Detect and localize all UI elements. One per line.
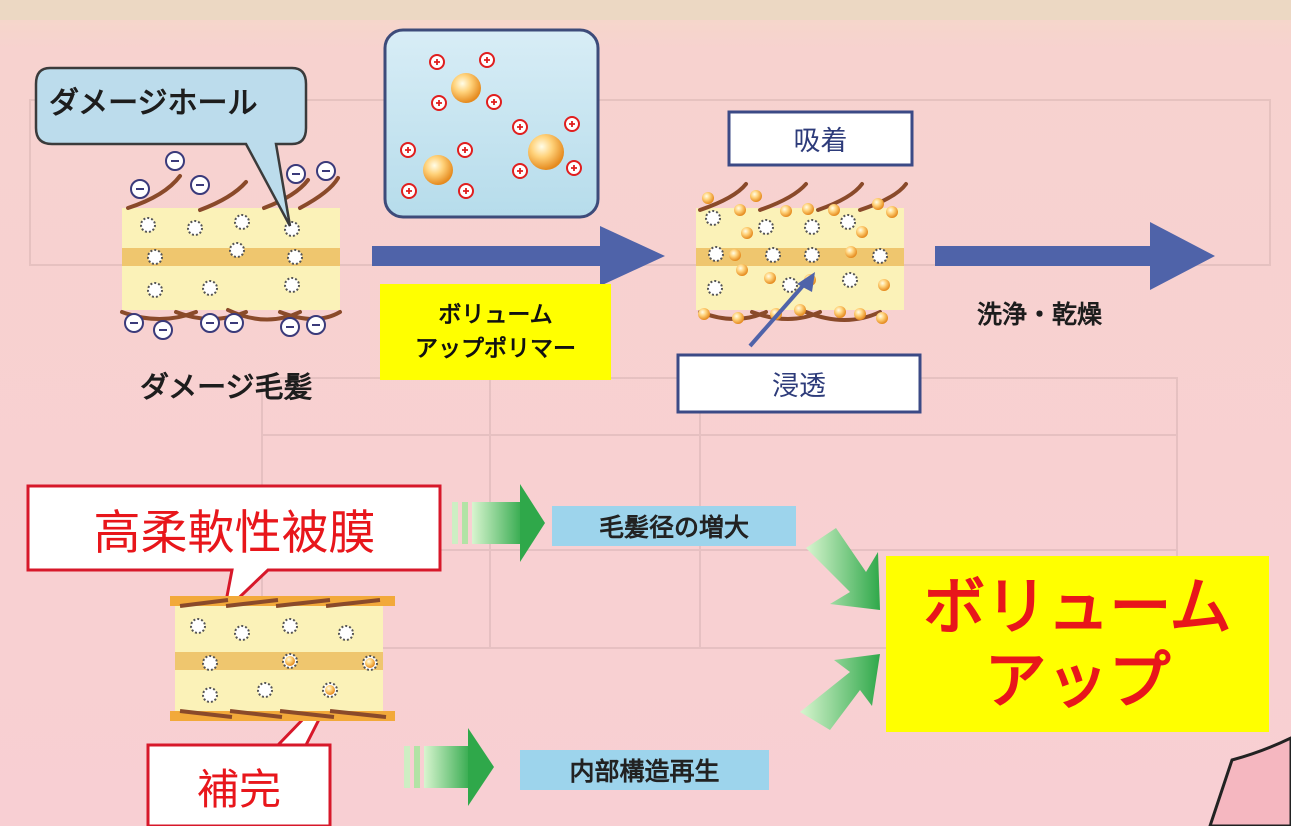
green-arrow-internal [404,728,494,806]
green-arrow-to-volume-2 [800,654,880,730]
treated-hair-strand [696,182,908,348]
penetration-box-frame [676,353,922,414]
wash-dry-label: 洗浄・乾燥 [977,300,1103,329]
volume-up-polymer-label: ボリューム アップポリマー [380,284,611,380]
damaged-hair-strand [120,151,342,340]
polymer-label-line2: アップポリマー [415,336,576,362]
damage-hole-callout [34,66,308,227]
process-arrow-2 [935,222,1215,290]
supplement-label: 補完 [196,764,281,814]
process-arrow-1 [372,226,665,286]
result-line2: アップ [984,644,1171,717]
diameter-tag-bg [552,506,796,546]
diameter-increase-label: 毛髪径の増大 [598,513,749,542]
polymer-panel [383,28,600,219]
penetration-label: 浸透 [772,371,826,402]
flexible-film-callout [26,484,442,617]
internal-tag-bg [520,750,769,790]
corner-decoration [1208,736,1291,826]
green-arrow-diameter [452,484,545,562]
damaged-hair-label: ダメージ毛髪 [140,370,313,404]
damage-hole-label: ダメージホール [49,86,258,121]
result-line1: ボリューム [923,570,1232,643]
adsorption-label: 吸着 [793,126,848,157]
flexible-film-label: 高柔軟性被膜 [93,505,376,561]
adsorption-box-frame [727,110,914,167]
supplement-callout [146,682,339,826]
volume-up-result: ボリューム アップ [886,556,1269,732]
coated-hair-strand [170,596,395,721]
green-arrow-to-volume-1 [806,528,880,610]
internal-regen-label: 内部構造再生 [569,757,720,786]
polymer-label-line1: ボリューム [438,302,553,328]
top-band [0,0,1291,20]
